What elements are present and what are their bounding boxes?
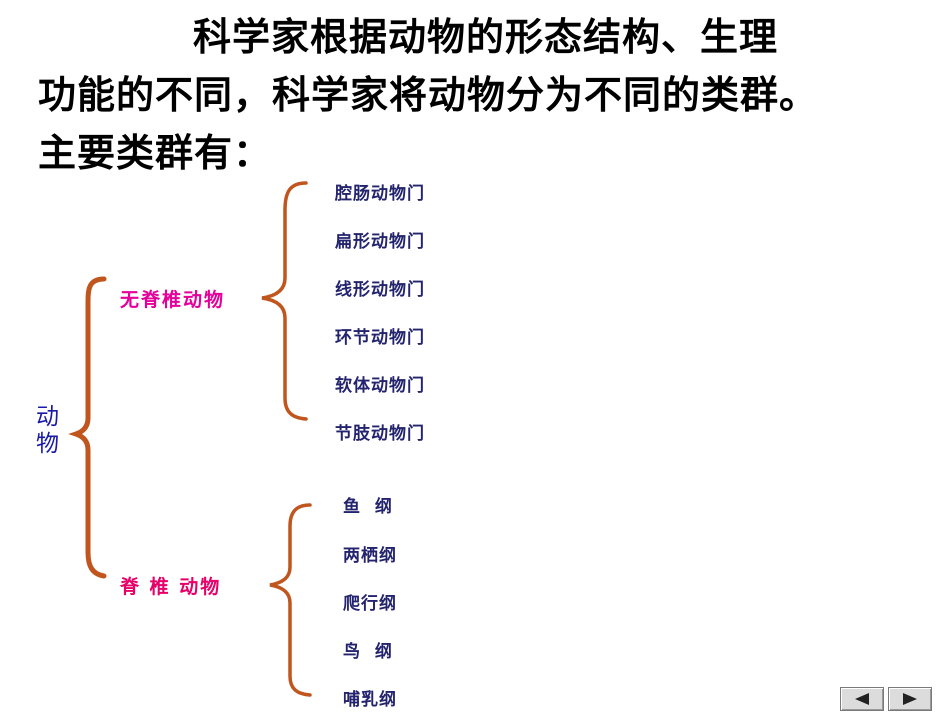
invertebrate-item: 软体动物门: [335, 376, 425, 396]
next-slide-button[interactable]: [888, 687, 932, 711]
vertebrate-item: 爬行纲: [343, 594, 397, 614]
invertebrate-bracket: [261, 181, 308, 421]
invertebrate-item: 腔肠动物门: [335, 184, 425, 204]
invertebrate-item: 扁形动物门: [335, 232, 425, 252]
intro-line-2: 功能的不同，科学家将动物分为不同的类群。: [38, 73, 819, 117]
intro-line-3: 主要类群有：: [38, 131, 273, 175]
vertebrate-label: 脊 椎 动物: [120, 576, 222, 598]
vertebrate-item: 鱼 纲: [343, 497, 393, 517]
invertebrate-item: 环节动物门: [335, 328, 425, 348]
invertebrate-item: 线形动物门: [335, 280, 425, 300]
intro-text: 科学家根据动物的形态结构、生理 功能的不同，科学家将动物分为不同的类群。 主要类…: [38, 8, 918, 182]
triangle-left-icon: [855, 693, 869, 705]
root-label-char-1: 动: [36, 404, 59, 430]
vertebrate-item: 哺乳纲: [343, 690, 397, 710]
invertebrate-item: 节肢动物门: [335, 424, 425, 444]
slide-navigation: [840, 687, 932, 711]
triangle-right-icon: [903, 693, 917, 705]
root-label-char-2: 物: [36, 431, 59, 457]
intro-line-1: 科学家根据动物的形态结构、生理: [193, 15, 779, 59]
vertebrate-item: 鸟 纲: [343, 642, 393, 662]
vertebrate-item: 两栖纲: [343, 546, 397, 566]
root-label: 动 物: [36, 404, 64, 458]
root-bracket: [68, 276, 107, 579]
invertebrate-label: 无脊椎动物: [120, 289, 226, 311]
vertebrate-bracket: [269, 503, 312, 697]
previous-slide-button[interactable]: [840, 687, 884, 711]
